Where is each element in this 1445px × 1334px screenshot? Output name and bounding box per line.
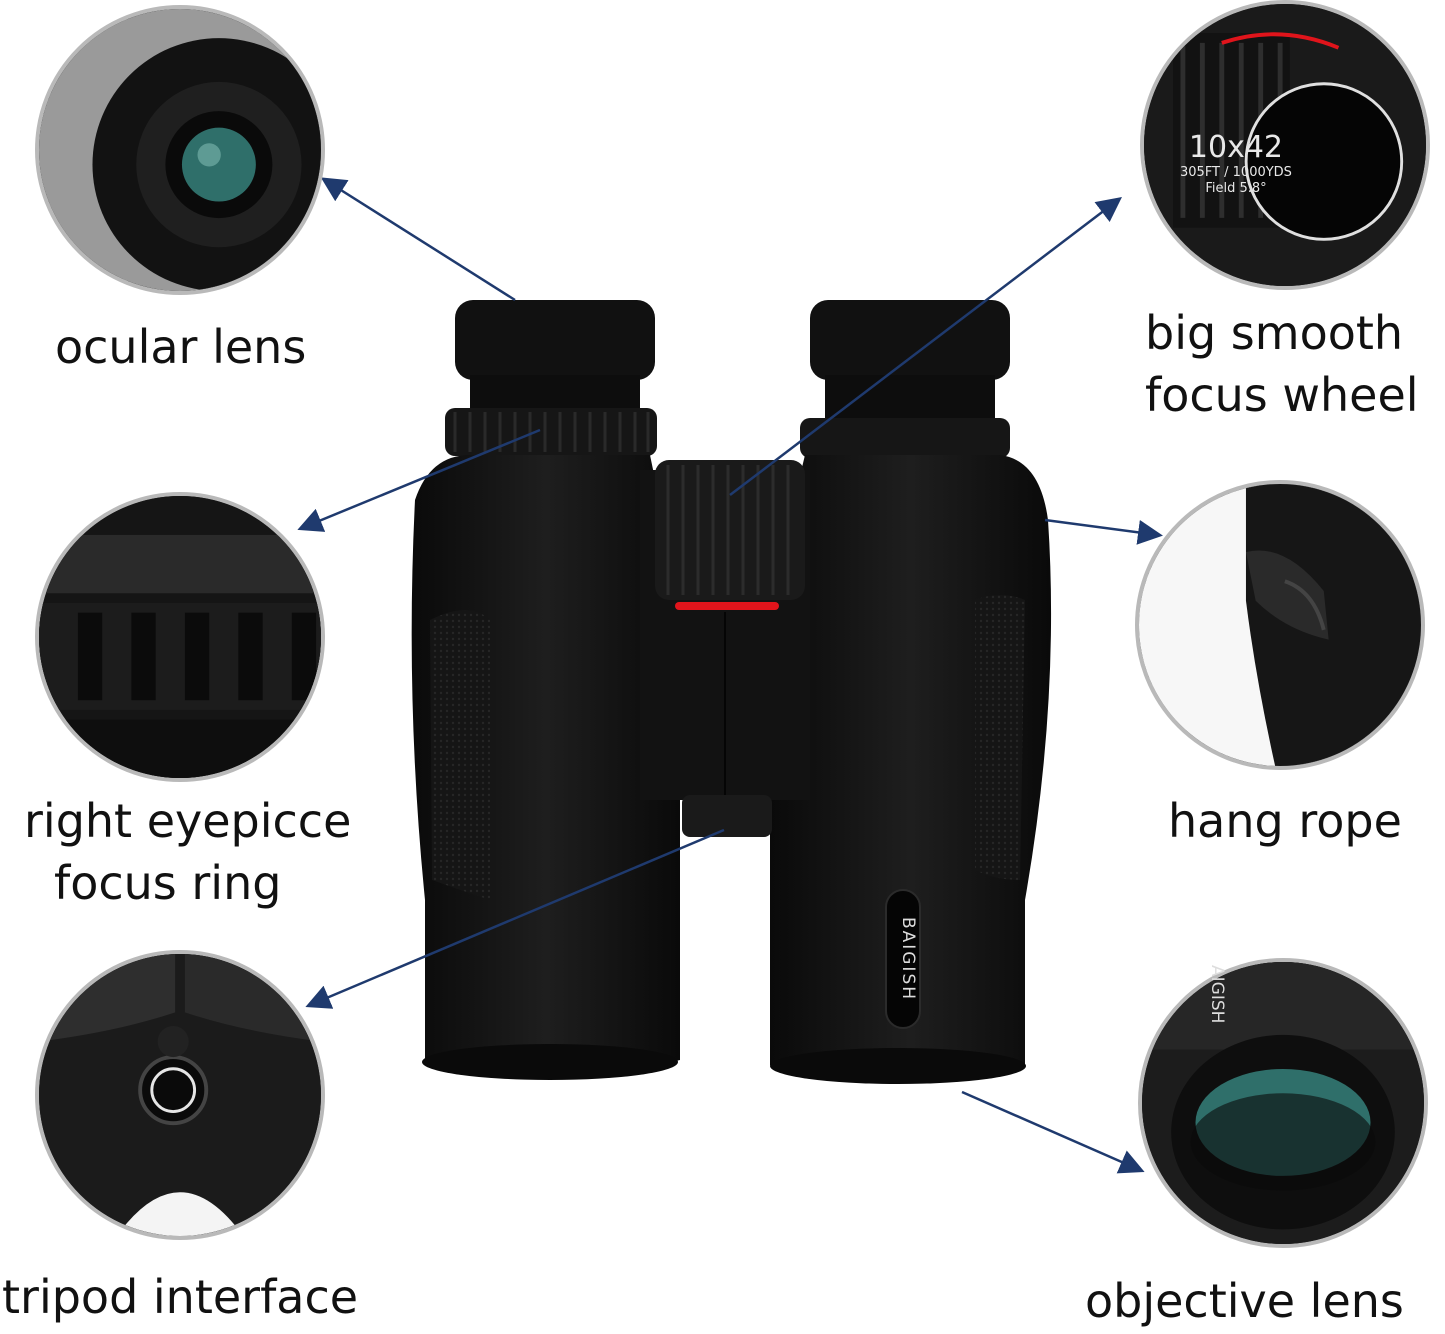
center-bridge: [640, 460, 810, 837]
objective-brand-partial: AIGISH: [1207, 965, 1227, 1024]
ocular-lens-label: ocular lens: [55, 320, 307, 374]
focus-wheel-label: big smooth focus wheel: [1145, 306, 1419, 422]
right-eyepiece-label: right eyepicce focus ring: [24, 794, 352, 910]
left-barrel: [411, 300, 680, 1080]
focus-wheel-closeup-icon: [1140, 0, 1430, 290]
callout-arrows: [297, 177, 1163, 1174]
hang-rope-lug-closeup-icon: [1135, 480, 1425, 770]
red-accent-band: [675, 602, 779, 610]
brand-text: BAIGISH: [898, 917, 918, 1001]
objective-lens-label: objective lens: [1085, 1274, 1404, 1328]
eyepiece-ring-closeup-icon: [35, 492, 325, 782]
tripod-mount-closeup-icon: [35, 950, 325, 1240]
objective-lens-closeup-icon: [1138, 958, 1428, 1248]
ocular-lens-closeup-icon: [35, 5, 325, 295]
focus-wheel-cap-text: 10x42 305FT / 1000YDS Field 5.8°: [1180, 130, 1292, 197]
hang-rope-label: hang rope: [1168, 794, 1402, 848]
tripod-label: tripod interface: [2, 1270, 359, 1324]
